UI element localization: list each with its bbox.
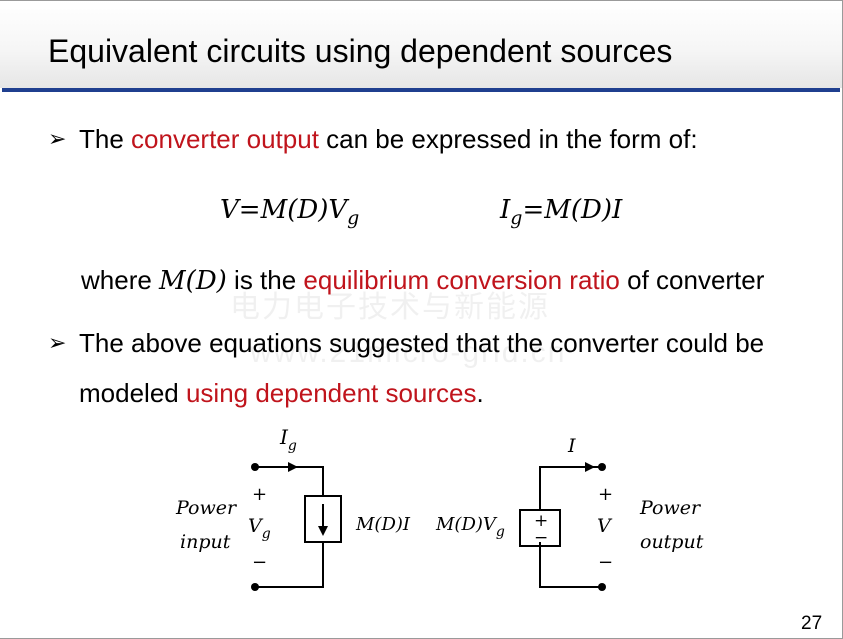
power-input-label-line2: input [180,531,231,553]
input-bottom-terminal [251,583,259,591]
input-current-arrow-icon [288,462,298,472]
output-top-wire [539,466,602,496]
voltage-source-minus: − [534,528,548,548]
output-plus-sign: + [598,484,613,505]
equation-voltage: V=M(D)Vg [220,195,359,228]
power-output-label-line1: Power [639,497,702,519]
slide-title: Equivalent circuits using dependent sour… [48,33,673,69]
where-mid: is the [226,265,304,295]
output-bottom-terminal [598,583,606,591]
eq1-sub: g [347,207,360,229]
bullet-1-text: The converter output can be expressed in… [79,124,698,154]
eq2-equals: = [522,195,545,225]
input-bottom-wire [255,542,324,588]
dependent-source-circuit: Ig + Vg − Power input M(D)I + − I + V − … [175,425,704,591]
bullet-1-highlight: converter output [131,124,319,154]
output-port-circuit [519,466,602,588]
current-source-label: M(D)I [355,514,411,535]
eq1-lhs: V [220,195,239,225]
output-bottom-wire [539,542,602,588]
eq2-lhs-sub: g [510,207,523,229]
where-line: where M(D) is the equilibrium conversion… [81,265,764,296]
watermark-chinese: 电力电子技术与新能源 [230,291,550,324]
bullet-2-post: . [476,378,484,408]
page-number: 27 [801,613,823,634]
power-input-label-line1: Power [175,497,238,519]
power-output-label-line2: output [640,531,704,553]
where-post: of converter [619,265,765,295]
eq1-equals: = [238,195,261,225]
title-band [0,1,842,88]
input-port-circuit [255,466,342,588]
output-top-terminal [598,463,606,471]
input-current-label: Ig [279,425,297,454]
bullet-2-line-2: modeled using dependent sources. [79,378,484,408]
dependent-current-source [304,495,342,543]
bullet-1-post: can be expressed in the form of: [318,124,698,154]
input-plus-sign: + [252,484,267,505]
bullet-arrow-icon-2: ➢ [48,330,67,355]
eq1-rhs: M(D)V [260,195,348,225]
equation-current: Ig=M(D)I [500,195,623,228]
bullet-2-highlight: using dependent sources [185,378,477,408]
output-voltage-label: V [597,515,613,537]
where-pre: where [81,265,160,295]
output-current-arrow-icon [585,462,595,472]
output-minus-sign: − [598,552,613,573]
where-math: M(D) [159,266,227,296]
slide-border-top [0,0,843,1]
eq2-rhs: M(D)I [544,195,623,225]
bullet-2-pre: modeled [79,378,186,408]
eq2-lhs: I [500,195,511,225]
input-top-wire [255,466,324,496]
output-current-label: I [567,435,576,457]
title-underline [2,88,840,92]
input-minus-sign: − [252,552,267,573]
input-top-terminal [251,463,259,471]
bullet-1-pre: The [79,124,132,154]
where-highlight: equilibrium conversion ratio [303,265,620,295]
voltage-source-label: M(D)Vg [435,514,505,540]
input-voltage-label: Vg [248,515,271,542]
bullet-arrow-icon: ➢ [48,126,67,151]
voltage-source-plus: + [534,511,548,531]
bullet-2-line-1: The above equations suggested that the c… [79,328,765,358]
current-direction-arrow-icon [318,526,328,536]
watermark-url: www.21micro-grid.cn [250,336,567,369]
